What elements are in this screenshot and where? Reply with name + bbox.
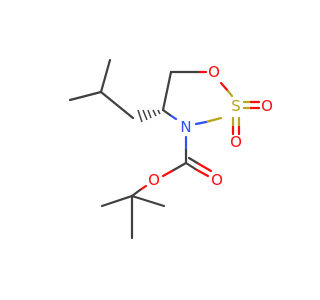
molecule-structure: O S O O N O O	[68, 58, 273, 240]
bond-c-o-double-a	[184, 161, 199, 172]
bond-cq-me1	[100, 194, 134, 208]
atom-ring-oxygen: O	[208, 63, 220, 81]
stereo-hash-bond	[137, 109, 161, 123]
bond-c-o-double-b	[195, 168, 210, 178]
bond-oester-cq-b	[130, 188, 142, 198]
bond-o1-s	[219, 81, 230, 93]
bond-isobutyl-ch3-top	[99, 58, 112, 94]
bond-o1-s-b	[226, 89, 234, 98]
atom-sulfur: S	[231, 97, 241, 115]
bond-c4-c5	[161, 70, 173, 112]
bond-c-o-double-c	[187, 156, 201, 166]
atom-sulfonyl-oxygen-right: O	[261, 97, 273, 115]
bond-s-n-b	[194, 120, 208, 126]
bond-c-oester-a	[170, 161, 188, 173]
bond-oester-cq-a	[138, 184, 148, 192]
atom-sulfonyl-oxygen-bottom: O	[230, 133, 242, 151]
bond-c-oester-b	[161, 169, 174, 178]
atom-ester-oxygen: O	[148, 171, 160, 189]
bond-n-c4-b	[161, 108, 172, 117]
bond-c-o-double-d	[197, 162, 213, 173]
atom-carbonyl-oxygen: O	[211, 171, 223, 189]
bond-cq-me2	[130, 194, 166, 208]
bond-isobutyl-ch-ch2	[99, 90, 135, 120]
bond-n-c4	[168, 113, 178, 121]
atom-nitrogen: N	[180, 118, 191, 136]
bond-s-n	[204, 116, 223, 124]
bond-isobutyl-ch3-left	[68, 90, 103, 102]
